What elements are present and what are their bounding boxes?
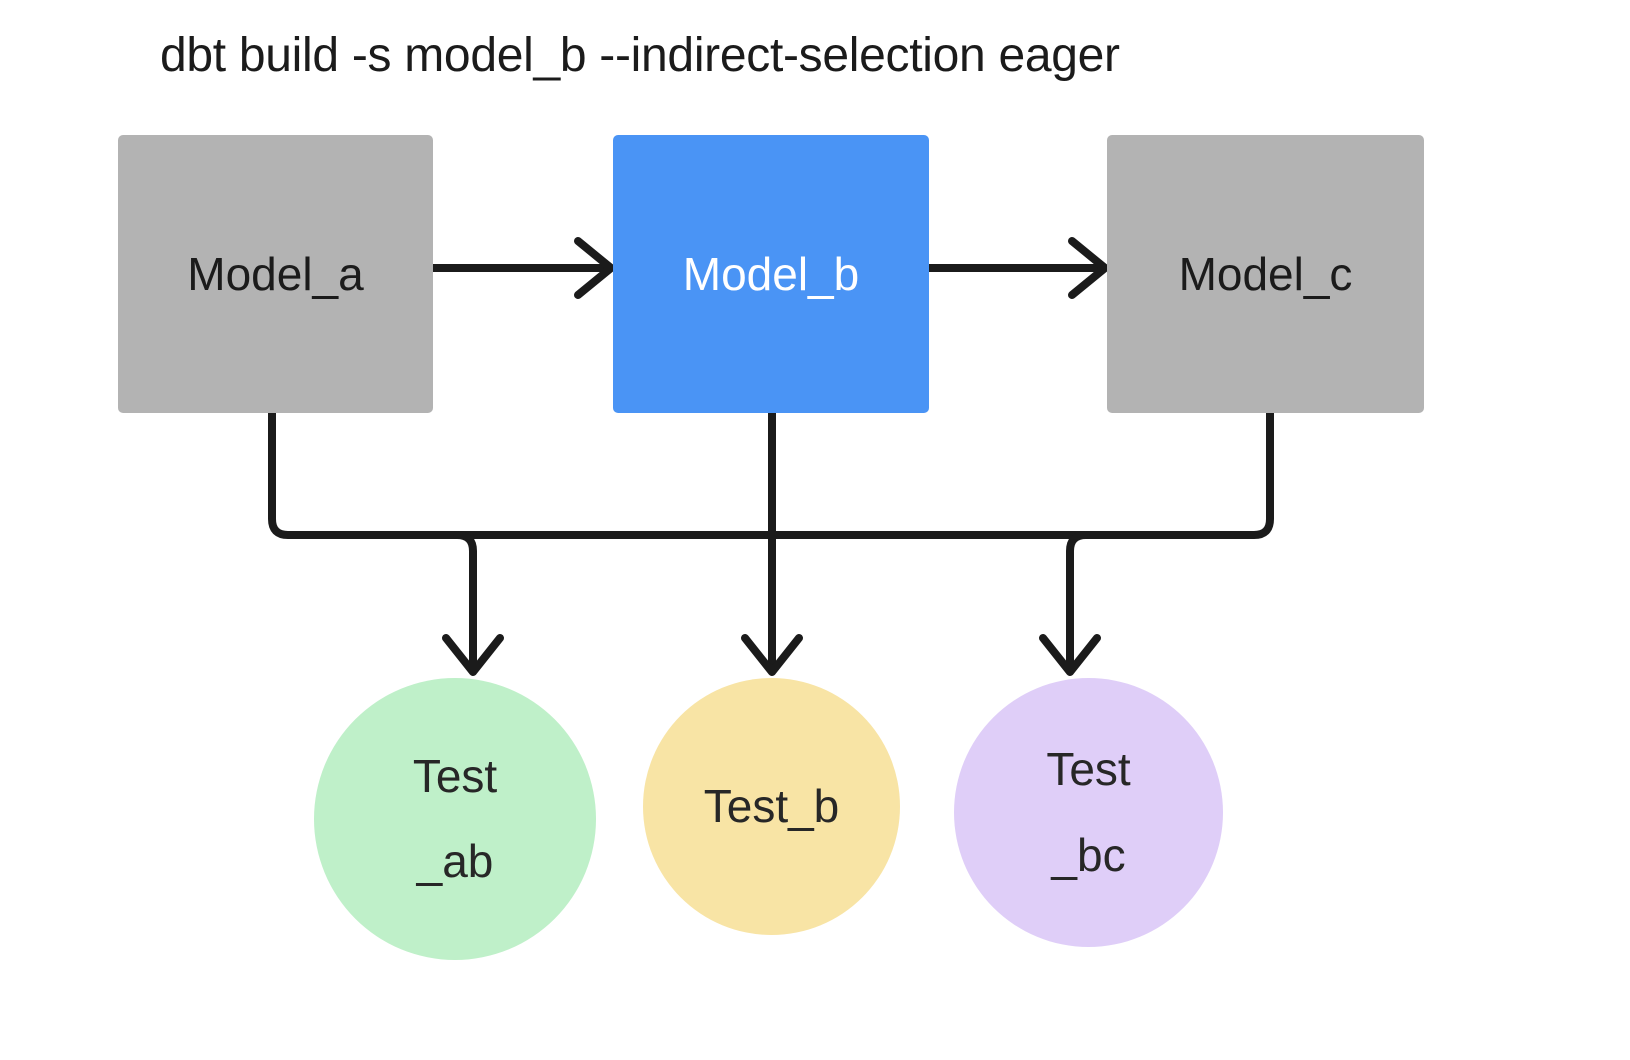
node-test-bc-label-line1: Test (1046, 743, 1131, 796)
node-test-ab-label-line2: _ab (416, 835, 494, 887)
node-model-b-label: Model_b (682, 248, 860, 300)
node-model-b[interactable]: Model_b (613, 135, 929, 413)
edge-model-a-to-model-b (429, 237, 615, 299)
node-test-ab-label-line1: Test (412, 749, 498, 802)
node-test-ab[interactable]: Test _ab (314, 678, 596, 960)
node-test-b-label-line1: Test_b (703, 779, 840, 832)
node-test-bc-label-line2: _bc (1051, 828, 1126, 881)
edge-model-b-to-test-b (741, 409, 803, 676)
edge-bus-to-test-bc (1039, 531, 1101, 676)
node-model-a[interactable]: Model_a (118, 135, 433, 413)
node-model-a-label: Model_a (187, 248, 364, 300)
diagram-title: dbt build -s model_b --indirect-selectio… (160, 29, 1120, 82)
node-test-bc[interactable]: Test _bc (954, 678, 1223, 947)
edge-model-b-to-model-c (925, 237, 1109, 299)
edge-bus-to-test-ab (442, 531, 504, 676)
node-model-c-label: Model_c (1178, 248, 1353, 300)
node-test-b[interactable]: Test_b (643, 678, 900, 935)
edge-model-a-to-test-ab (268, 409, 784, 539)
edge-model-c-to-test-bc (764, 409, 1274, 539)
node-model-c[interactable]: Model_c (1107, 135, 1424, 413)
